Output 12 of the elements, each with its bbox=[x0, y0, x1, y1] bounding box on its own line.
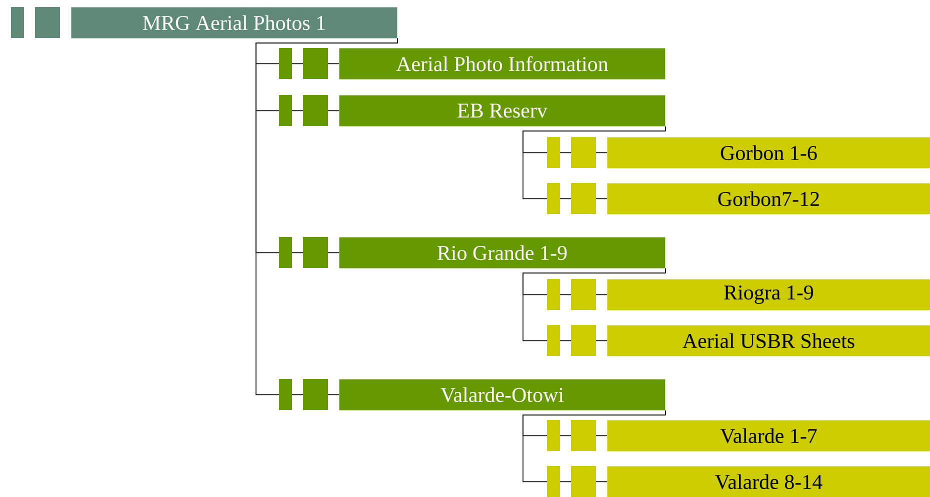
tree-item-bar: EB Reserv bbox=[339, 95, 666, 126]
tree-item-bar: Valarde-Otowi bbox=[339, 379, 666, 410]
tree-item-bar: Gorbon 1-6 bbox=[607, 137, 930, 168]
tree-item-bar: Valarde 8-14 bbox=[607, 466, 930, 497]
tree-item-bar: Aerial Photo Information bbox=[339, 48, 666, 80]
tree-item-bar: Aerial USBR Sheets bbox=[607, 325, 930, 356]
tree-item-bar: Valarde 1-7 bbox=[607, 420, 930, 452]
tree-item-bar: Gorbon7-12 bbox=[607, 183, 930, 214]
tree-item-bar: Riogra 1-9 bbox=[607, 279, 930, 310]
connector-line bbox=[256, 38, 398, 396]
tree-item-bar: Rio Grande 1-9 bbox=[339, 237, 666, 268]
tree-item-bar: MRG Aerial Photos 1 bbox=[71, 7, 398, 38]
